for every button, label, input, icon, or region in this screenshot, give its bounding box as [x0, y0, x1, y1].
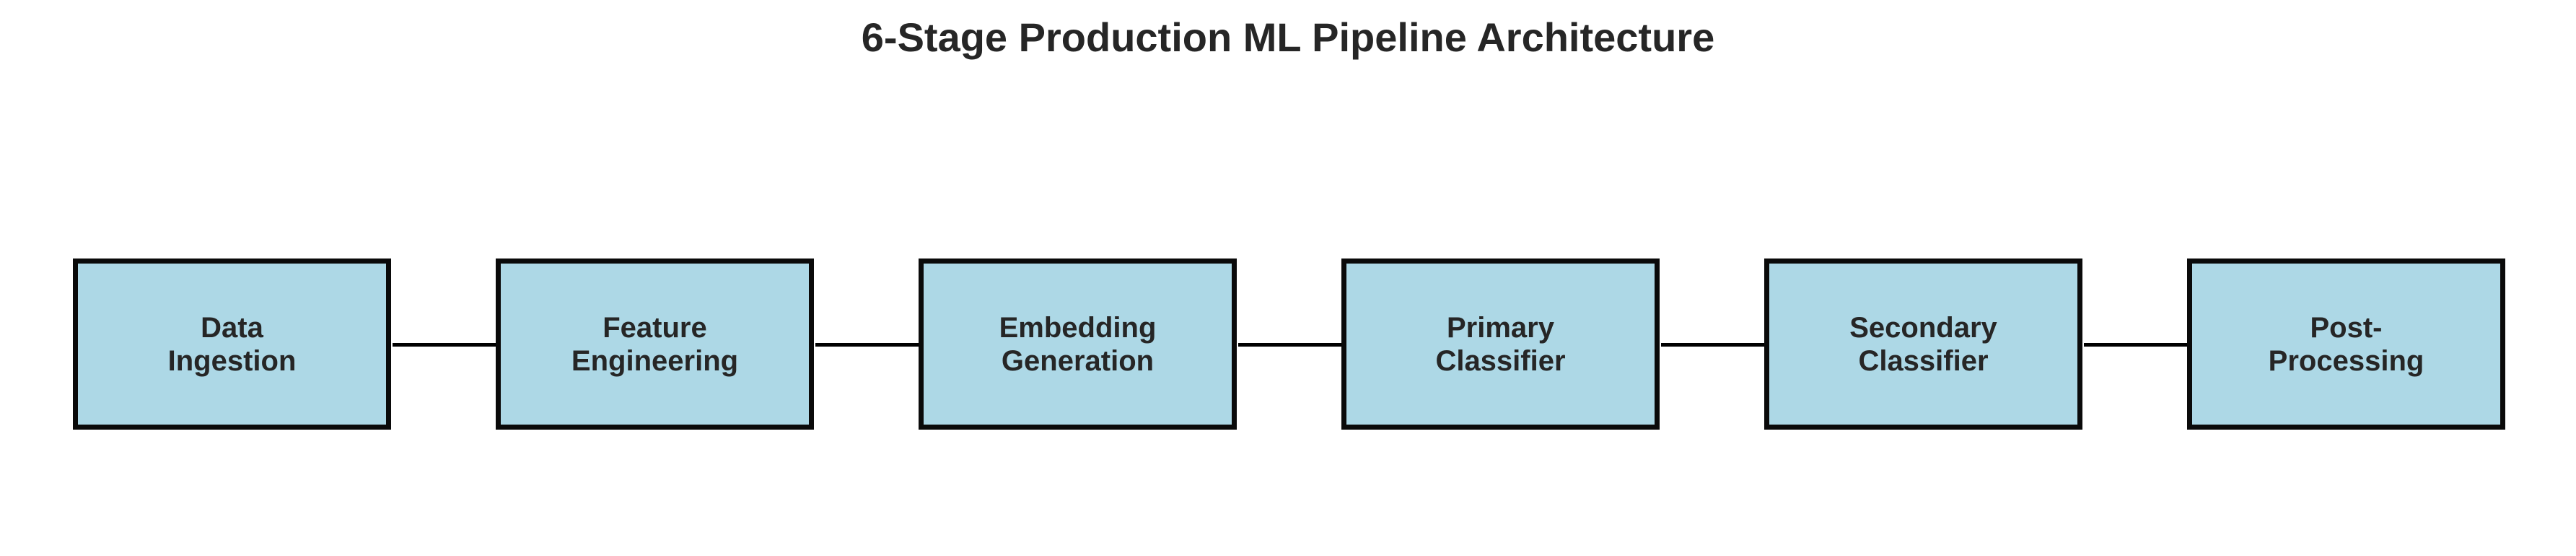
stage-label-line-1: Data: [201, 311, 263, 344]
stage-label-line-1: Embedding: [999, 311, 1157, 344]
stage-secondary-classifier: Secondary Classifier: [1764, 259, 2082, 430]
connector-3-4: [1238, 343, 1341, 347]
connector-4-5: [1661, 343, 1764, 347]
stage-label: Primary Classifier: [1435, 311, 1565, 378]
stage-label-line-1: Primary: [1447, 311, 1554, 344]
connector-5-6: [2084, 343, 2187, 347]
stage-post-processing: Post- Processing: [2187, 259, 2505, 430]
stage-label: Embedding Generation: [999, 311, 1157, 378]
stage-embedding-generation: Embedding Generation: [919, 259, 1237, 430]
stage-primary-classifier: Primary Classifier: [1341, 259, 1660, 430]
stage-label-line-2: Processing: [2268, 344, 2424, 377]
stage-label-line-1: Secondary: [1849, 311, 1997, 344]
stage-label-line-2: Classifier: [1435, 344, 1566, 377]
stage-label-line-1: Post-: [2310, 311, 2383, 344]
diagram-title: 6-Stage Production ML Pipeline Architect…: [861, 14, 1715, 60]
stage-label: Post- Processing: [2269, 311, 2424, 378]
connector-2-3: [815, 343, 919, 347]
stage-label-line-2: Engineering: [571, 344, 739, 377]
stage-feature-engineering: Feature Engineering: [496, 259, 814, 430]
stage-label: Feature Engineering: [571, 311, 738, 378]
stage-label-line-1: Feature: [603, 311, 707, 344]
stage-label-line-2: Ingestion: [167, 344, 297, 377]
stage-label: Data Ingestion: [168, 311, 297, 378]
stage-label: Secondary Classifier: [1849, 311, 1997, 378]
stage-label-line-2: Classifier: [1858, 344, 1989, 377]
stage-data-ingestion: Data Ingestion: [73, 259, 391, 430]
connector-1-2: [393, 343, 496, 347]
stage-label-line-2: Generation: [1001, 344, 1155, 377]
